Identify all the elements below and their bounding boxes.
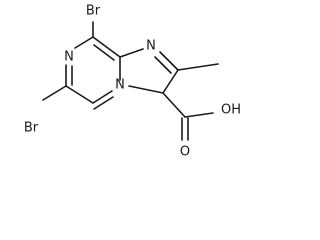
bond-c6-c5 <box>65 85 94 104</box>
bond-c8a-c8-double <box>93 44 115 61</box>
bond-c8-n7 <box>74 36 94 49</box>
structure-canvas: Br Br N N N OH O <box>24 4 241 160</box>
br-left-label: Br <box>24 121 39 136</box>
structure-diagram: Br Br N N N OH O <box>24 4 241 160</box>
carbonyl-o-label: O <box>180 145 190 160</box>
bond-c8a-c8 <box>92 36 121 58</box>
br-top-label: Br <box>86 4 101 19</box>
n-bridgehead-label: N <box>115 78 125 93</box>
bond-c3-n4 <box>128 85 164 94</box>
bond-c2-c3 <box>162 69 179 94</box>
bond-c8a-n1 <box>119 48 144 58</box>
bond-c3-carboxyl <box>162 92 186 118</box>
bond-n1-c2 <box>159 51 179 71</box>
bond-c6-br <box>42 85 67 101</box>
bond-n1-c2-double <box>154 56 172 74</box>
n-pyrazine-label: N <box>64 50 74 65</box>
hydroxyl-label: OH <box>221 103 241 118</box>
bond-carboxyl-oh <box>184 112 214 118</box>
bond-c5-n4 <box>92 90 113 104</box>
n-imidazole-label: N <box>146 39 156 54</box>
bond-c2-methyl <box>177 63 219 71</box>
bond-c5-n4-double <box>93 96 114 110</box>
